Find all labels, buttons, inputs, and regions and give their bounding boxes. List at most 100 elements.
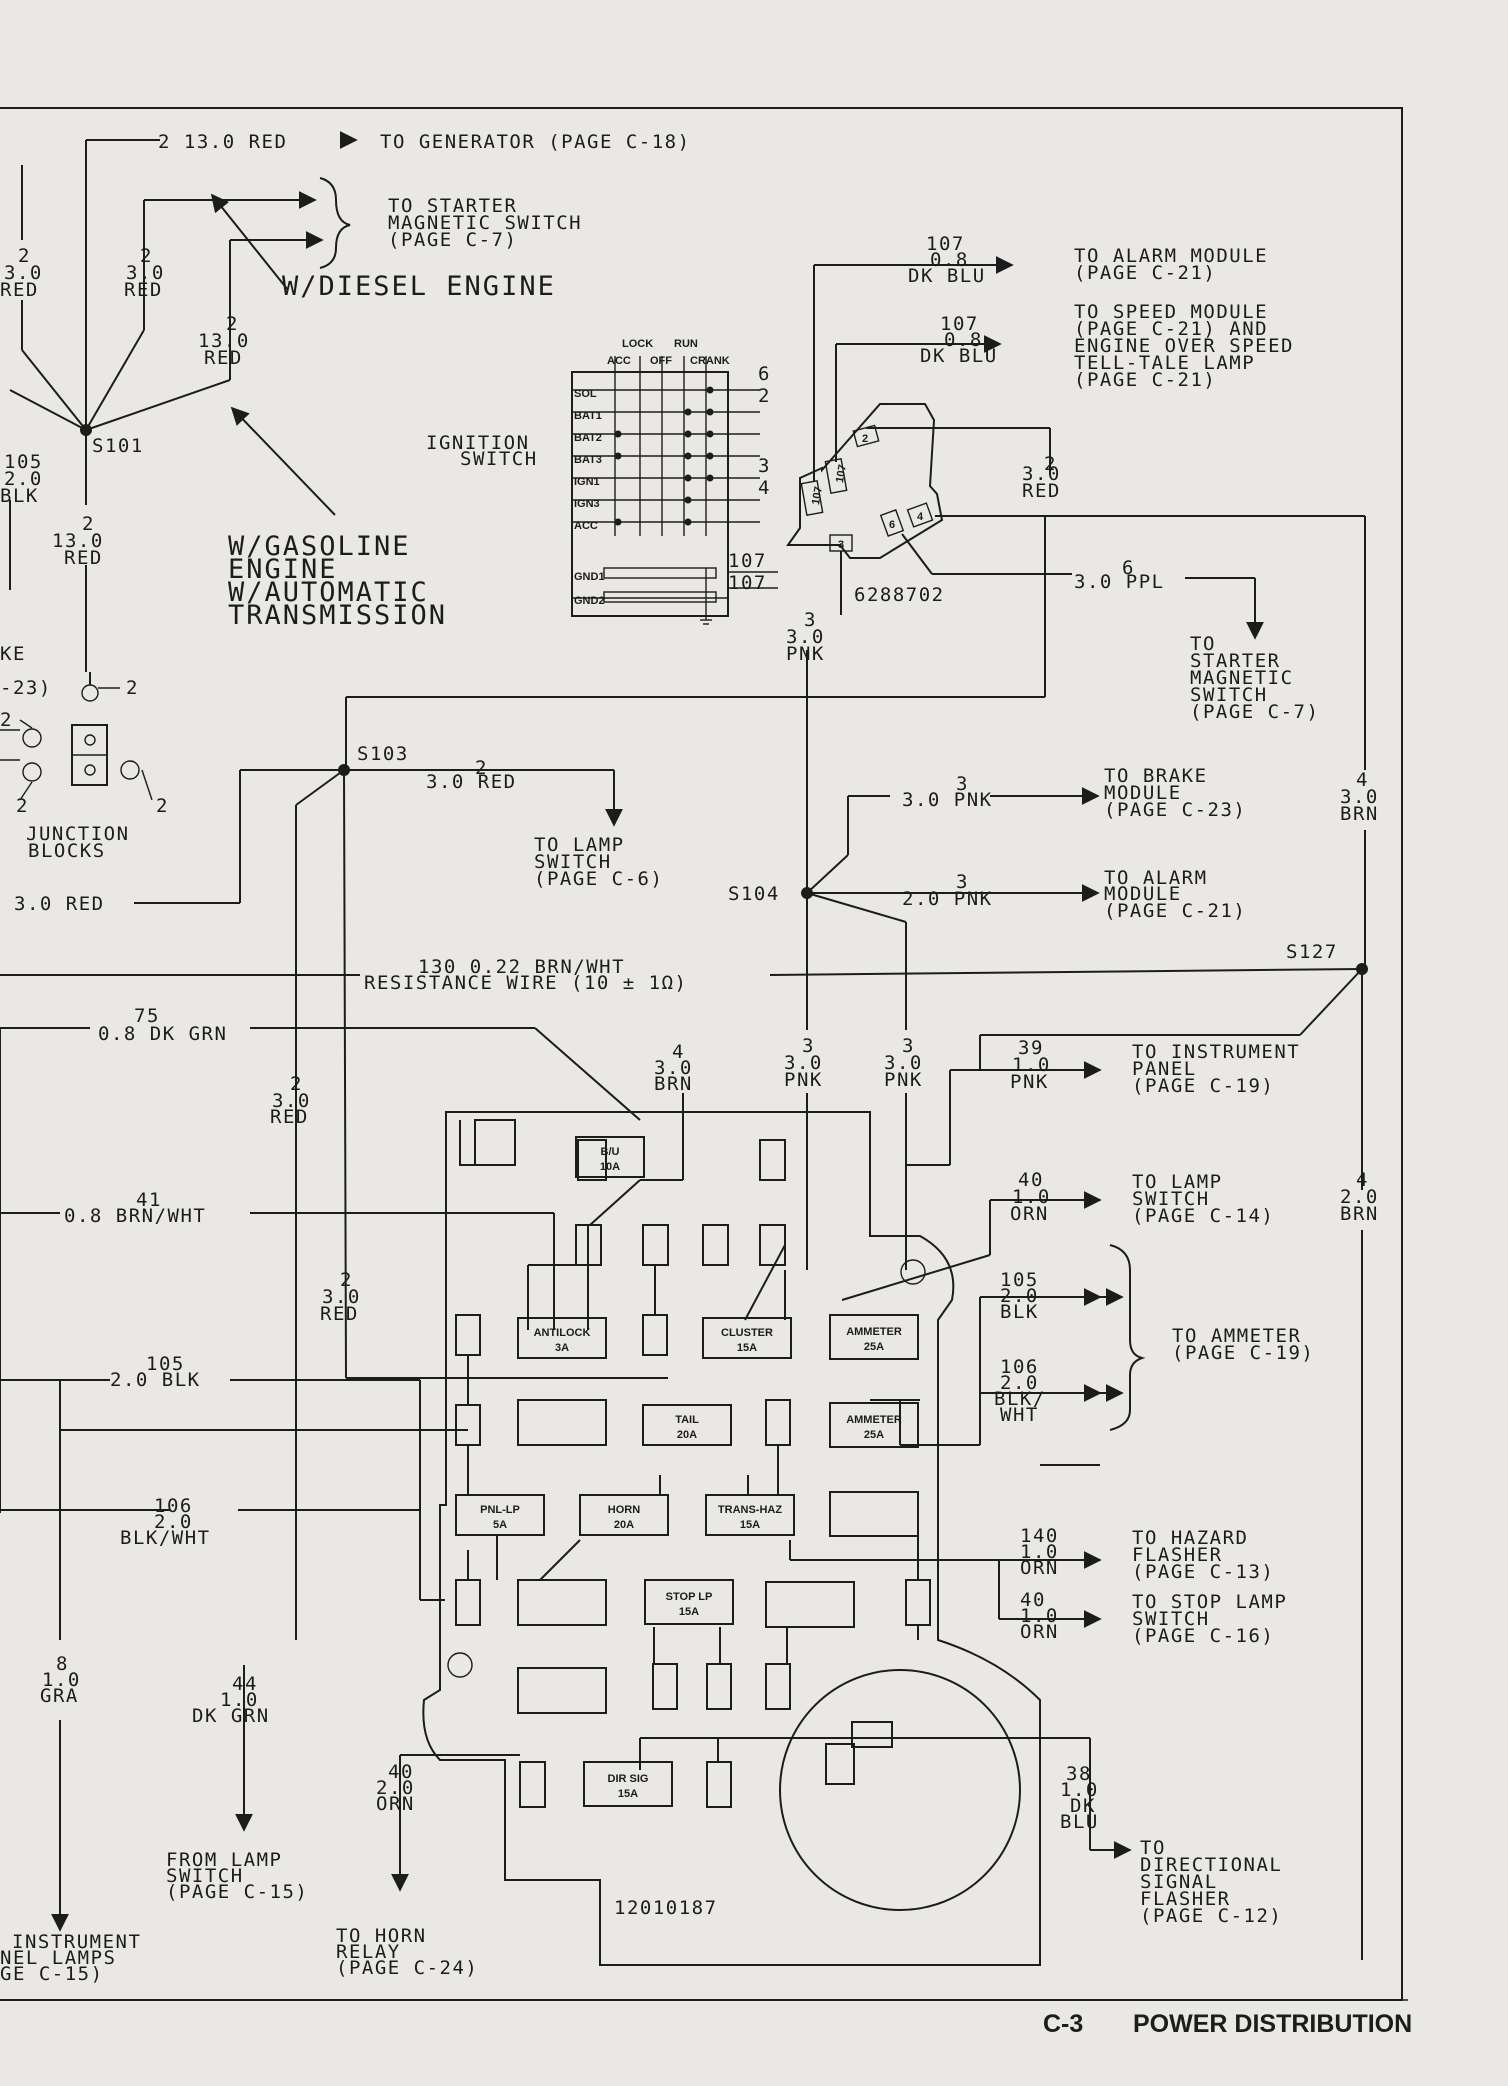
gra-3: GRA <box>40 1685 79 1707</box>
horn-relay-1: TO HORN <box>336 1925 427 1947</box>
fuse-name: CLUSTER <box>721 1327 773 1339</box>
ipanel-3: (PAGE C-19) <box>1132 1075 1274 1097</box>
ammeter-wire-6: BLK/ <box>994 1388 1046 1410</box>
ign-107a: 107 <box>728 550 767 572</box>
dirsig-1: TO <box>1140 1837 1166 1859</box>
brn-right-6: BRN <box>1340 1203 1379 1225</box>
fuse-box <box>517 1317 607 1359</box>
starter2-5: (PAGE C-7) <box>1190 701 1319 723</box>
gasoline-l1: W/GASOLINE <box>228 531 411 562</box>
lampsw2-1: TO LAMP <box>1132 1171 1223 1193</box>
alarm2-2: MODULE <box>1104 883 1182 905</box>
ign-pin-2: 2 <box>758 385 771 407</box>
pnk-d-3: PNK <box>884 1069 923 1091</box>
red-m-2: 3.0 <box>272 1090 311 1112</box>
ign-pin-4: 4 <box>758 477 771 499</box>
fuse-box <box>644 1579 734 1625</box>
wire-red-c-3: RED <box>204 347 243 369</box>
ammeter-wire-4: 106 <box>1000 1356 1039 1378</box>
fuse-rating: 25A <box>864 1429 884 1441</box>
gasoline-l2: ENGINE <box>228 554 338 585</box>
fuse-name: TAIL <box>675 1414 699 1426</box>
gasoline-l3: W/AUTOMATIC <box>228 577 429 608</box>
lampsw2-wire-3: ORN <box>1010 1203 1049 1225</box>
brn-right-2: 3.0 <box>1340 786 1379 808</box>
hazard-2: FLASHER <box>1132 1544 1223 1566</box>
blk-num: 105 <box>146 1353 185 1375</box>
fuse-name: HORN <box>608 1504 640 1516</box>
alarm-dest-2: (PAGE C-21) <box>1074 262 1216 284</box>
ignition-row-label: IGN3 <box>574 498 600 510</box>
alarm-wire-2: 0.8 <box>930 249 969 271</box>
wire-red-b-2: 3.0 <box>126 262 165 284</box>
red-n-1: 2 <box>340 1269 353 1291</box>
ammeter-1: TO AMMETER <box>1172 1325 1301 1347</box>
stop-2: SWITCH <box>1132 1608 1210 1630</box>
starter2-3: MAGNETIC <box>1190 667 1294 689</box>
junction-num-d: 2 <box>156 795 169 817</box>
ammeter-wire-3: BLK <box>1000 1301 1039 1323</box>
speed-dest-2: (PAGE C-21) AND <box>1074 318 1268 340</box>
hazard-wire-1: 140 <box>1020 1525 1059 1547</box>
alarm2-3: (PAGE C-21) <box>1104 900 1246 922</box>
s103-wiring <box>134 697 668 1640</box>
gasoline-l4: TRANSMISSION <box>228 600 447 631</box>
orn40-3: ORN <box>376 1793 415 1815</box>
dkgrn44-2: 1.0 <box>220 1689 259 1711</box>
starter2-2: STARTER <box>1190 650 1281 672</box>
alarm2-1: TO ALARM <box>1104 867 1208 889</box>
wire-red-a-3: RED <box>0 279 39 301</box>
blkwht-1: 106 <box>154 1495 193 1517</box>
junction-label-2: BLOCKS <box>28 840 106 862</box>
wire-red-a-1: 2 <box>18 245 31 267</box>
speed-dest-4: TELL-TALE LAMP <box>1074 352 1255 374</box>
lamp-sw1-3: (PAGE C-6) <box>534 868 663 890</box>
splice-s103: S103 <box>357 743 409 765</box>
blk-wire: 2.0 BLK <box>110 1369 201 1391</box>
brn-c-1: 4 <box>672 1041 685 1063</box>
dkblu38-4: BLU <box>1060 1811 1099 1833</box>
fuse-name: B/U <box>601 1146 620 1158</box>
red-n-3: RED <box>320 1303 359 1325</box>
splice-s104: S104 <box>728 883 780 905</box>
ammeter-wire-7: WHT <box>1000 1404 1039 1426</box>
wire-red-d-3: RED <box>64 547 103 569</box>
ignition-label-2: SWITCH <box>460 448 538 470</box>
s101-wiring <box>9 131 358 672</box>
fuse-box <box>829 1402 919 1448</box>
speed-wire-1: 107 <box>940 313 979 335</box>
gra-1: 8 <box>56 1653 69 1675</box>
fuse-rating: 15A <box>737 1342 757 1354</box>
brake-3: (PAGE C-23) <box>1104 799 1246 821</box>
ipanel-2: PANEL <box>1132 1058 1197 1080</box>
fuse-box <box>829 1314 919 1360</box>
ipanel-1: TO INSTRUMENT <box>1132 1041 1300 1063</box>
instr-lamps-2: NEL LAMPS <box>0 1947 116 1969</box>
fuse-box <box>702 1317 792 1359</box>
horn-relay-2: RELAY <box>336 1941 401 1963</box>
ign-gnd1: GND1 <box>574 571 605 583</box>
brake-2: MODULE <box>1104 782 1182 804</box>
speed-wire-2: 0.8 <box>944 329 983 351</box>
conn-pin-6: 6 <box>889 519 895 531</box>
fuse-rating: 15A <box>618 1788 638 1800</box>
horn-relay-3: (PAGE C-24) <box>336 1957 478 1979</box>
conn-pin-3: 3 <box>838 539 844 551</box>
ignition-row-label: IGN1 <box>574 476 600 488</box>
dkgrn44-1: 44 <box>232 1673 258 1695</box>
lampsw2-2: SWITCH <box>1132 1188 1210 1210</box>
fuse-rating: 25A <box>864 1341 884 1353</box>
ign-col-lock: LOCK <box>622 338 653 350</box>
pnk-alarm-wire: 2.0 PNK <box>902 888 993 910</box>
pnk-a-2: 3.0 <box>786 626 825 648</box>
wire-blk-2: 2.0 <box>4 468 43 490</box>
page-ref-23: -23) <box>0 677 52 699</box>
lamp-sw1-2: SWITCH <box>534 851 612 873</box>
ign-gnd2: GND2 <box>574 595 605 607</box>
dkblu38-3: DK <box>1070 1795 1096 1817</box>
pnk-d-1: 3 <box>902 1035 915 1057</box>
dkgrn-num: 75 <box>134 1005 160 1027</box>
